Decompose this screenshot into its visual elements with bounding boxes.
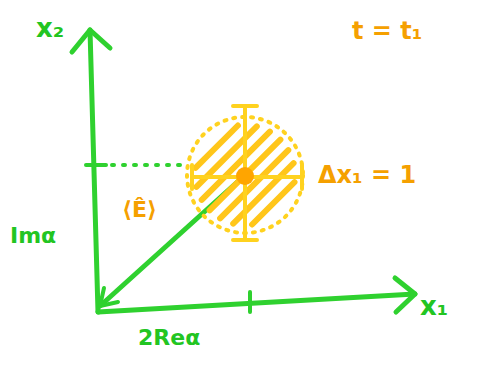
axis-label: x₁ — [420, 292, 448, 321]
axis-value-label: Imα — [10, 224, 56, 248]
axis-value-label: 2Reα — [138, 326, 200, 350]
uncertainty-bars — [192, 106, 302, 240]
uncertainty-label: Δx₁ = 1 — [318, 162, 416, 188]
vector-tail-mark — [100, 288, 118, 306]
x1-axis — [98, 294, 415, 312]
axis-arrowhead — [395, 278, 415, 312]
mean-point — [236, 167, 254, 185]
projection-line — [112, 163, 185, 167]
x2-axis — [90, 30, 98, 312]
axis-tick — [248, 292, 252, 312]
vector-label: ⟨Ê⟩ — [122, 198, 157, 222]
time-label: t = t₁ — [352, 18, 422, 44]
axis-tick — [86, 163, 106, 167]
axis-label: x₂ — [36, 14, 64, 43]
axis-arrowhead — [72, 30, 110, 52]
